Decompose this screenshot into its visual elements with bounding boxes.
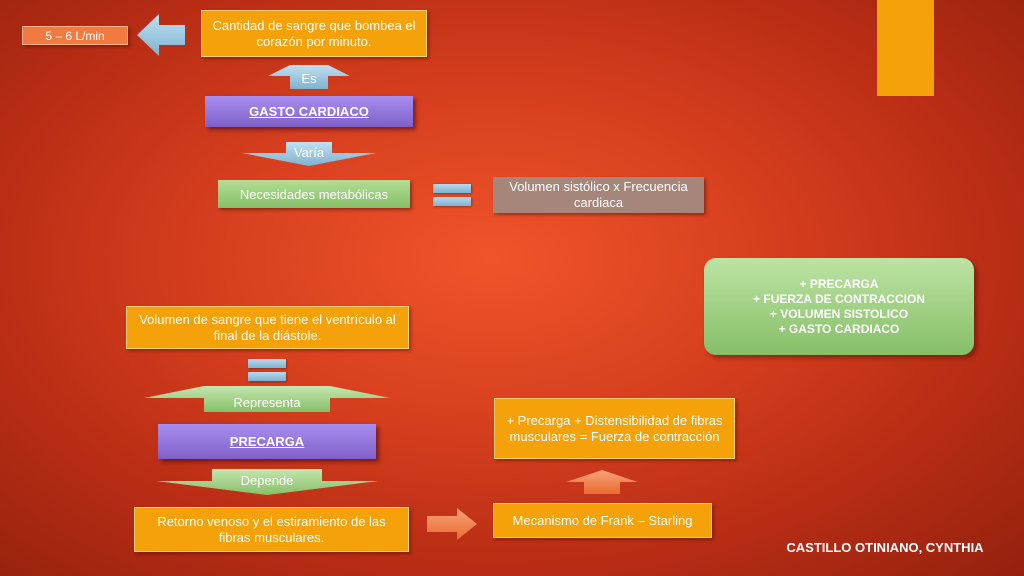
- definition-box: Cantidad de sangre que bombea el corazón…: [201, 10, 427, 57]
- formula-box: Volumen sistólico x Frecuencia cardiaca: [493, 177, 704, 213]
- rate-box: 5 – 6 L/min: [22, 26, 128, 45]
- down-arrow-varia: [242, 142, 376, 166]
- summary-line-gasto: + GASTO CARDIACO: [778, 321, 900, 336]
- author-label: CASTILLO OTINIANO, CYNTHIA: [786, 540, 984, 555]
- equals-icon-2: [248, 359, 286, 385]
- up-arrow-es: [268, 65, 350, 89]
- representa-label: Representa: [233, 395, 301, 410]
- necesidades-box: Necesidades metabólicas: [218, 180, 410, 208]
- summary-line-precarga: + PRECARGA: [799, 276, 879, 291]
- decorative-accent-bar: [877, 0, 934, 96]
- es-label: Es: [301, 71, 317, 86]
- left-arrow-icon: [137, 14, 185, 56]
- down-arrow-depende: [156, 469, 378, 495]
- varia-label: Varía: [293, 145, 325, 160]
- up-arrow-representa: [144, 386, 390, 412]
- frank-starling-box: Mecanismo de Frank – Starling: [493, 503, 712, 538]
- gasto-cardiaco-box: GASTO CARDIACO: [205, 96, 413, 127]
- summary-line-volumen: + VOLUMEN SISTOLICO: [769, 306, 909, 321]
- precarga-box: PRECARGA: [158, 424, 376, 459]
- up-arrow-orange: [566, 470, 638, 494]
- depende-label: Depende: [240, 473, 294, 488]
- summary-box: + PRECARGA + FUERZA DE CONTRACCION + VOL…: [704, 258, 974, 355]
- right-arrow-icon: [427, 508, 477, 540]
- distensibilidad-box: + Precarga + Distensibilidad de fibras m…: [494, 398, 735, 459]
- volumen-box: Volumen de sangre que tiene el ventrícul…: [126, 306, 409, 349]
- retorno-box: Retorno venoso y el estiramiento de las …: [134, 507, 409, 552]
- summary-line-fuerza: + FUERZA DE CONTRACCION: [753, 291, 925, 306]
- equals-icon: [433, 184, 471, 210]
